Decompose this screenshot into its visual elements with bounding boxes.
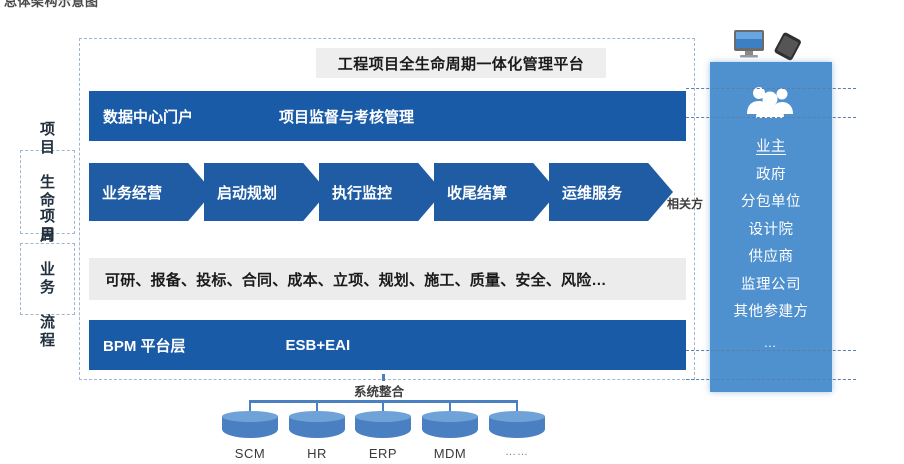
- project-supervision-label: 项目监督与考核管理: [279, 108, 415, 126]
- esb-eai-label: ESB+EAI: [285, 336, 351, 354]
- stakeholder-item-5[interactable]: 监理公司: [741, 276, 801, 293]
- database-cylinder-icon: [489, 411, 545, 441]
- database-cylinder-icon: [289, 411, 345, 441]
- cross-dash-line-bottom-2: [686, 379, 856, 380]
- node-stem: [448, 400, 452, 411]
- lifecycle-stage-row: 业务经营 启动规划 执行监控 收尾结算 运维服务: [89, 163, 686, 221]
- system-node-label: MDM: [433, 446, 467, 461]
- data-center-portal-label: 数据中心门户: [103, 108, 194, 126]
- lifecycle-stage-2[interactable]: 执行监控: [319, 163, 443, 221]
- node-stem: [515, 400, 519, 411]
- system-node-mdm[interactable]: MDM: [421, 400, 479, 461]
- node-stem: [315, 400, 319, 411]
- stakeholder-item-1[interactable]: 政府: [756, 166, 786, 183]
- stakeholder-item-6[interactable]: 其他参建方: [733, 304, 809, 320]
- lifecycle-char-4: 周: [39, 227, 55, 245]
- system-integration-label: 系统整合: [352, 381, 407, 400]
- row-label-business-process: 项目 业务 流程: [20, 208, 75, 349]
- people-group-icon: [741, 84, 801, 123]
- stakeholder-item-7: …: [763, 334, 779, 350]
- lifecycle-char-3: 命: [39, 192, 55, 209]
- lifecycle-char-1: 目: [39, 138, 55, 156]
- system-node-label: HR: [307, 446, 327, 461]
- device-icons-group: [730, 28, 810, 62]
- cross-dash-line-top-2: [686, 117, 856, 118]
- smartphone-icon: [774, 32, 801, 61]
- node-stem: [381, 400, 385, 411]
- system-node-hr[interactable]: HR: [288, 400, 346, 461]
- lifecycle-stage-3[interactable]: 收尾结算: [434, 163, 558, 221]
- cross-dash-line-bottom-1: [686, 350, 856, 351]
- lifecycle-stage-1[interactable]: 启动规划: [204, 163, 328, 221]
- lifecycle-char-0: 项: [39, 121, 55, 139]
- system-node-erp[interactable]: ERP: [354, 400, 412, 461]
- database-cylinder-icon: [355, 411, 411, 441]
- platform-title: 工程项目全生命周期一体化管理平台: [316, 48, 606, 78]
- stakeholder-item-4[interactable]: 供应商: [748, 249, 794, 265]
- related-parties-label: 相关方: [667, 197, 704, 211]
- bpm-layer-label: BPM 平台层: [103, 337, 186, 355]
- system-node-label: SCM: [234, 446, 266, 461]
- lifecycle-char-2: 生: [39, 174, 55, 192]
- stakeholder-item-2[interactable]: 分包单位: [741, 194, 801, 210]
- system-node-scm[interactable]: SCM: [221, 400, 279, 461]
- database-cylinder-icon: [422, 411, 478, 441]
- process-char-0: 项: [39, 208, 55, 226]
- process-char-1: 目: [39, 225, 55, 243]
- stakeholder-item-3[interactable]: 设计院: [748, 221, 794, 238]
- stakeholder-item-0[interactable]: 业主: [756, 139, 786, 155]
- process-char-3: 务: [39, 279, 55, 296]
- system-node-more[interactable]: ……: [488, 400, 546, 458]
- database-cylinder-icon: [222, 411, 278, 441]
- device-icons-svg: [734, 30, 801, 61]
- lifecycle-stage-0[interactable]: 业务经营: [89, 163, 213, 221]
- stakeholders-panel: 业主 政府 分包单位 设计院 供应商 监理公司 其他参建方 …: [710, 62, 832, 392]
- process-char-5: 程: [39, 332, 55, 350]
- process-char-2: 业: [39, 261, 55, 279]
- bpm-platform-band: BPM 平台层 ESB+EAI: [89, 320, 686, 370]
- system-node-label: ……: [505, 446, 529, 458]
- desktop-monitor-icon: [734, 30, 764, 58]
- top-caption: 总体架构示意图: [4, 0, 99, 9]
- system-node-label: ERP: [368, 446, 398, 461]
- process-char-4: 流: [39, 314, 55, 332]
- cross-dash-line-top-1: [686, 88, 856, 89]
- lifecycle-stage-4[interactable]: 运维服务: [549, 163, 673, 221]
- portal-band: 数据中心门户 项目监督与考核管理: [89, 91, 686, 141]
- business-process-band: 可研、报备、投标、合同、成本、立项、规划、施工、质量、安全、风险…: [89, 258, 686, 300]
- node-stem: [248, 400, 252, 411]
